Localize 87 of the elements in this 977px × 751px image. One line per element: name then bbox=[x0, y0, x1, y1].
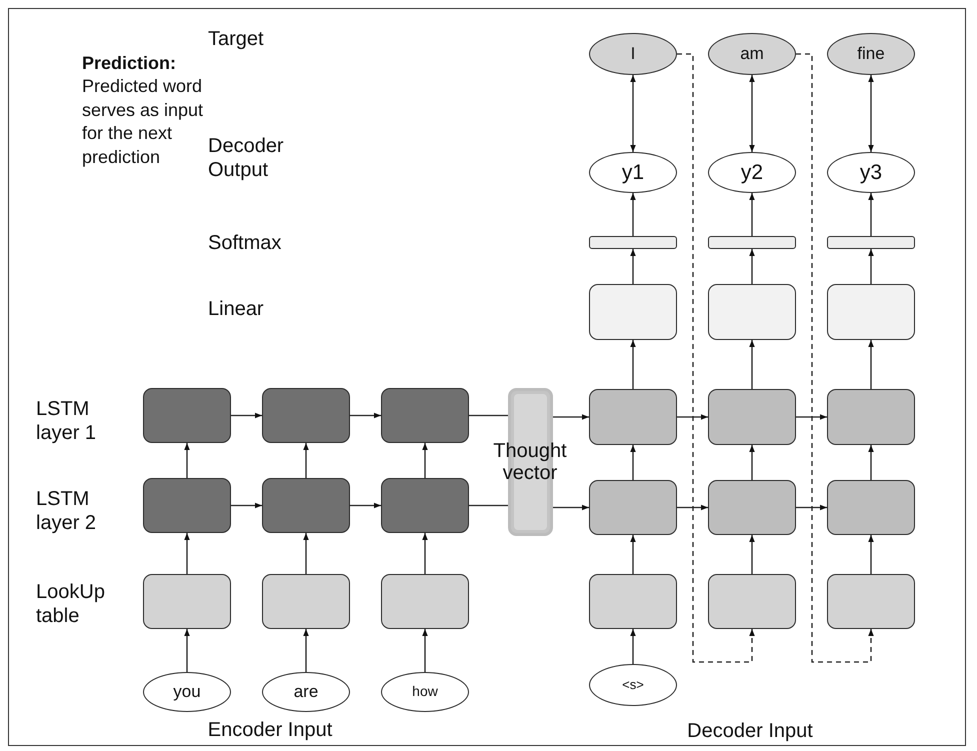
arrow bbox=[422, 533, 428, 574]
arrow bbox=[303, 533, 309, 574]
arrow bbox=[868, 535, 874, 574]
encoder-lstm-cell bbox=[143, 388, 231, 443]
encoder-lstm-cell bbox=[262, 388, 350, 443]
arrow bbox=[868, 340, 874, 389]
arrow bbox=[553, 414, 589, 420]
arrow bbox=[630, 249, 636, 284]
arrow bbox=[630, 340, 636, 389]
node-text: am bbox=[740, 44, 764, 64]
feedback-arrow bbox=[677, 53, 755, 663]
node-label: Thought vector bbox=[492, 440, 568, 484]
arrow bbox=[630, 535, 636, 574]
arrow bbox=[350, 412, 381, 418]
row-label: LookUp table bbox=[36, 580, 106, 628]
caption-text: Encoder Input bbox=[206, 718, 334, 742]
lookup-table-cell bbox=[381, 574, 469, 629]
arrow bbox=[231, 502, 262, 508]
arrow bbox=[184, 443, 190, 478]
lookup-table-cell bbox=[708, 574, 796, 629]
node-text: y3 bbox=[860, 160, 882, 184]
arrow bbox=[184, 629, 190, 672]
softmax-bar bbox=[708, 236, 796, 249]
connector-line bbox=[469, 414, 508, 416]
arrow bbox=[749, 445, 755, 480]
node-text: <s> bbox=[622, 678, 644, 692]
row-label: Decoder Output bbox=[208, 134, 285, 182]
connector-line bbox=[469, 504, 508, 506]
decoder-lstm-cell bbox=[708, 389, 796, 445]
arrow bbox=[184, 533, 190, 574]
lookup-table-cell bbox=[143, 574, 231, 629]
arrow bbox=[749, 340, 755, 389]
row-label: LSTM layer 1 bbox=[36, 397, 98, 445]
node-text: fine bbox=[857, 44, 885, 64]
row-label: LSTM layer 2 bbox=[36, 487, 98, 535]
arrow bbox=[303, 443, 309, 478]
decoder-lstm-cell bbox=[708, 480, 796, 535]
encoder-lstm-cell bbox=[381, 388, 469, 443]
arrow bbox=[749, 75, 755, 152]
lookup-table-cell bbox=[262, 574, 350, 629]
decoder-lstm-cell bbox=[827, 389, 915, 445]
arrow bbox=[868, 249, 874, 284]
linear-layer-box bbox=[708, 284, 796, 340]
node-text: y1 bbox=[622, 160, 644, 184]
arrow bbox=[677, 414, 708, 420]
linear-layer-box bbox=[589, 284, 677, 340]
arrow bbox=[303, 629, 309, 672]
node-text: how bbox=[412, 684, 438, 700]
softmax-bar bbox=[589, 236, 677, 249]
node-text: you bbox=[173, 682, 201, 702]
decoder-lstm-cell bbox=[827, 480, 915, 535]
node-text: are bbox=[294, 682, 318, 702]
arrow bbox=[630, 445, 636, 480]
feedback-arrow bbox=[796, 53, 874, 663]
arrow bbox=[868, 445, 874, 480]
arrow bbox=[630, 193, 636, 236]
arrow bbox=[868, 193, 874, 236]
arrow bbox=[796, 414, 827, 420]
arrow bbox=[231, 412, 262, 418]
decoder-lstm-cell bbox=[589, 389, 677, 445]
caption-text: Decoder Input bbox=[686, 719, 814, 743]
lookup-table-cell bbox=[827, 574, 915, 629]
encoder-lstm-cell bbox=[143, 478, 231, 533]
arrow bbox=[677, 504, 708, 510]
prediction-note: Prediction: Predicted word serves as input for the next prediction bbox=[82, 52, 204, 169]
encoder-lstm-cell bbox=[262, 478, 350, 533]
arrow bbox=[350, 502, 381, 508]
lookup-table-cell bbox=[589, 574, 677, 629]
decoder-lstm-cell bbox=[589, 480, 677, 535]
softmax-bar bbox=[827, 236, 915, 249]
node-text: I bbox=[630, 44, 636, 64]
row-label: Linear bbox=[208, 297, 265, 321]
arrow bbox=[630, 629, 636, 664]
arrow bbox=[749, 193, 755, 236]
node-text: y2 bbox=[740, 160, 764, 184]
row-label: Softmax bbox=[208, 231, 282, 255]
arrow bbox=[796, 504, 827, 510]
row-label: Target bbox=[208, 27, 265, 51]
arrow bbox=[422, 443, 428, 478]
arrow bbox=[749, 535, 755, 574]
arrow bbox=[630, 75, 636, 152]
arrow bbox=[553, 504, 589, 510]
arrow bbox=[749, 249, 755, 284]
linear-layer-box bbox=[827, 284, 915, 340]
arrow bbox=[868, 75, 874, 152]
encoder-lstm-cell bbox=[381, 478, 469, 533]
arrow bbox=[422, 629, 428, 672]
